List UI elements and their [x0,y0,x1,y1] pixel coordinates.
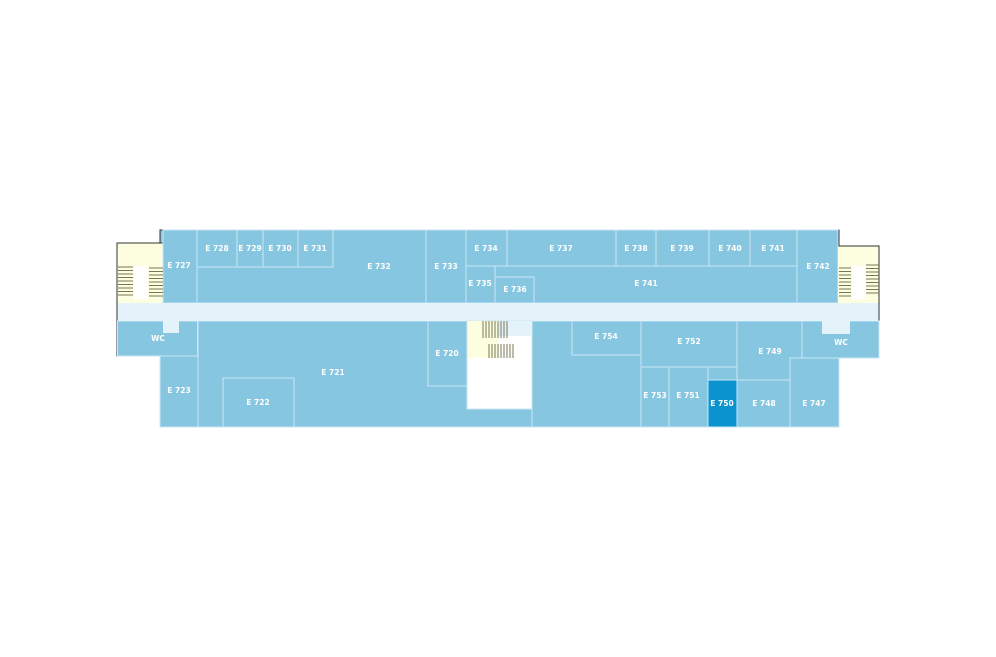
corridor [117,303,879,321]
room-e-730[interactable] [262,229,299,268]
room-e-736[interactable] [494,276,535,304]
room-label: WC [834,338,848,347]
room-label: E 748 [752,399,775,408]
room-e-734[interactable] [465,229,508,267]
room-label: E 737 [549,244,572,253]
stairwell-right-core [852,266,865,299]
room-label: E 735 [468,279,491,288]
room-label: E 729 [238,244,261,253]
room-label: E 734 [474,244,497,253]
fixtures [117,243,879,410]
room-e-741[interactable] [749,229,805,267]
room-label: E 721 [321,368,344,377]
room-wc[interactable] [117,320,198,357]
room-label: E 752 [677,337,700,346]
corridor-notch-right [822,320,850,334]
room-e-729[interactable] [236,229,264,268]
room-e-722[interactable] [222,377,295,428]
room-label: E 728 [205,244,228,253]
room-e-750[interactable] [707,379,738,428]
room-e-720[interactable] [427,320,468,387]
room-e-753[interactable] [640,366,670,428]
room-label: E 739 [670,244,693,253]
room-label: E 742 [806,262,829,271]
room-e-739[interactable] [655,229,710,267]
room-label: E 723 [167,386,190,395]
room-label: E 753 [643,391,666,400]
room-e-740[interactable] [708,229,751,267]
room-label: E 747 [802,399,825,408]
stairwell-center-corridor [498,321,532,336]
room-label: E 736 [503,285,526,294]
room-label: E 738 [624,244,647,253]
room-label: E 730 [268,244,291,253]
room-label: E 741 [761,244,784,253]
stairwell-left-core [134,266,148,299]
room-e-754[interactable] [571,320,642,356]
room-label: E 727 [167,261,190,270]
room-e-728[interactable] [196,229,238,268]
room-e-738[interactable] [615,229,657,267]
room-label: E 750 [710,399,733,408]
corridor-notch-left [163,320,179,333]
room-e-731[interactable] [297,229,334,268]
room-e-748[interactable] [736,379,791,428]
room-label: E 731 [303,244,326,253]
room-label: WC [151,334,165,343]
room-e-742[interactable] [796,229,839,304]
room-label: E 749 [758,347,781,356]
room-e-752[interactable] [640,320,738,368]
room-label: E 740 [718,244,741,253]
room-label: E 732 [367,262,390,271]
room-e-723[interactable] [159,355,199,428]
room-label: E 741 [634,279,657,288]
room-label: E 722 [246,398,269,407]
room-label: E 733 [434,262,457,271]
room-e-733[interactable] [425,229,467,304]
room-e-747[interactable] [789,357,840,428]
room-label: E 751 [676,391,699,400]
room-label: E 754 [594,332,617,341]
room-label: E 720 [435,349,458,358]
stair-steps [118,264,879,358]
